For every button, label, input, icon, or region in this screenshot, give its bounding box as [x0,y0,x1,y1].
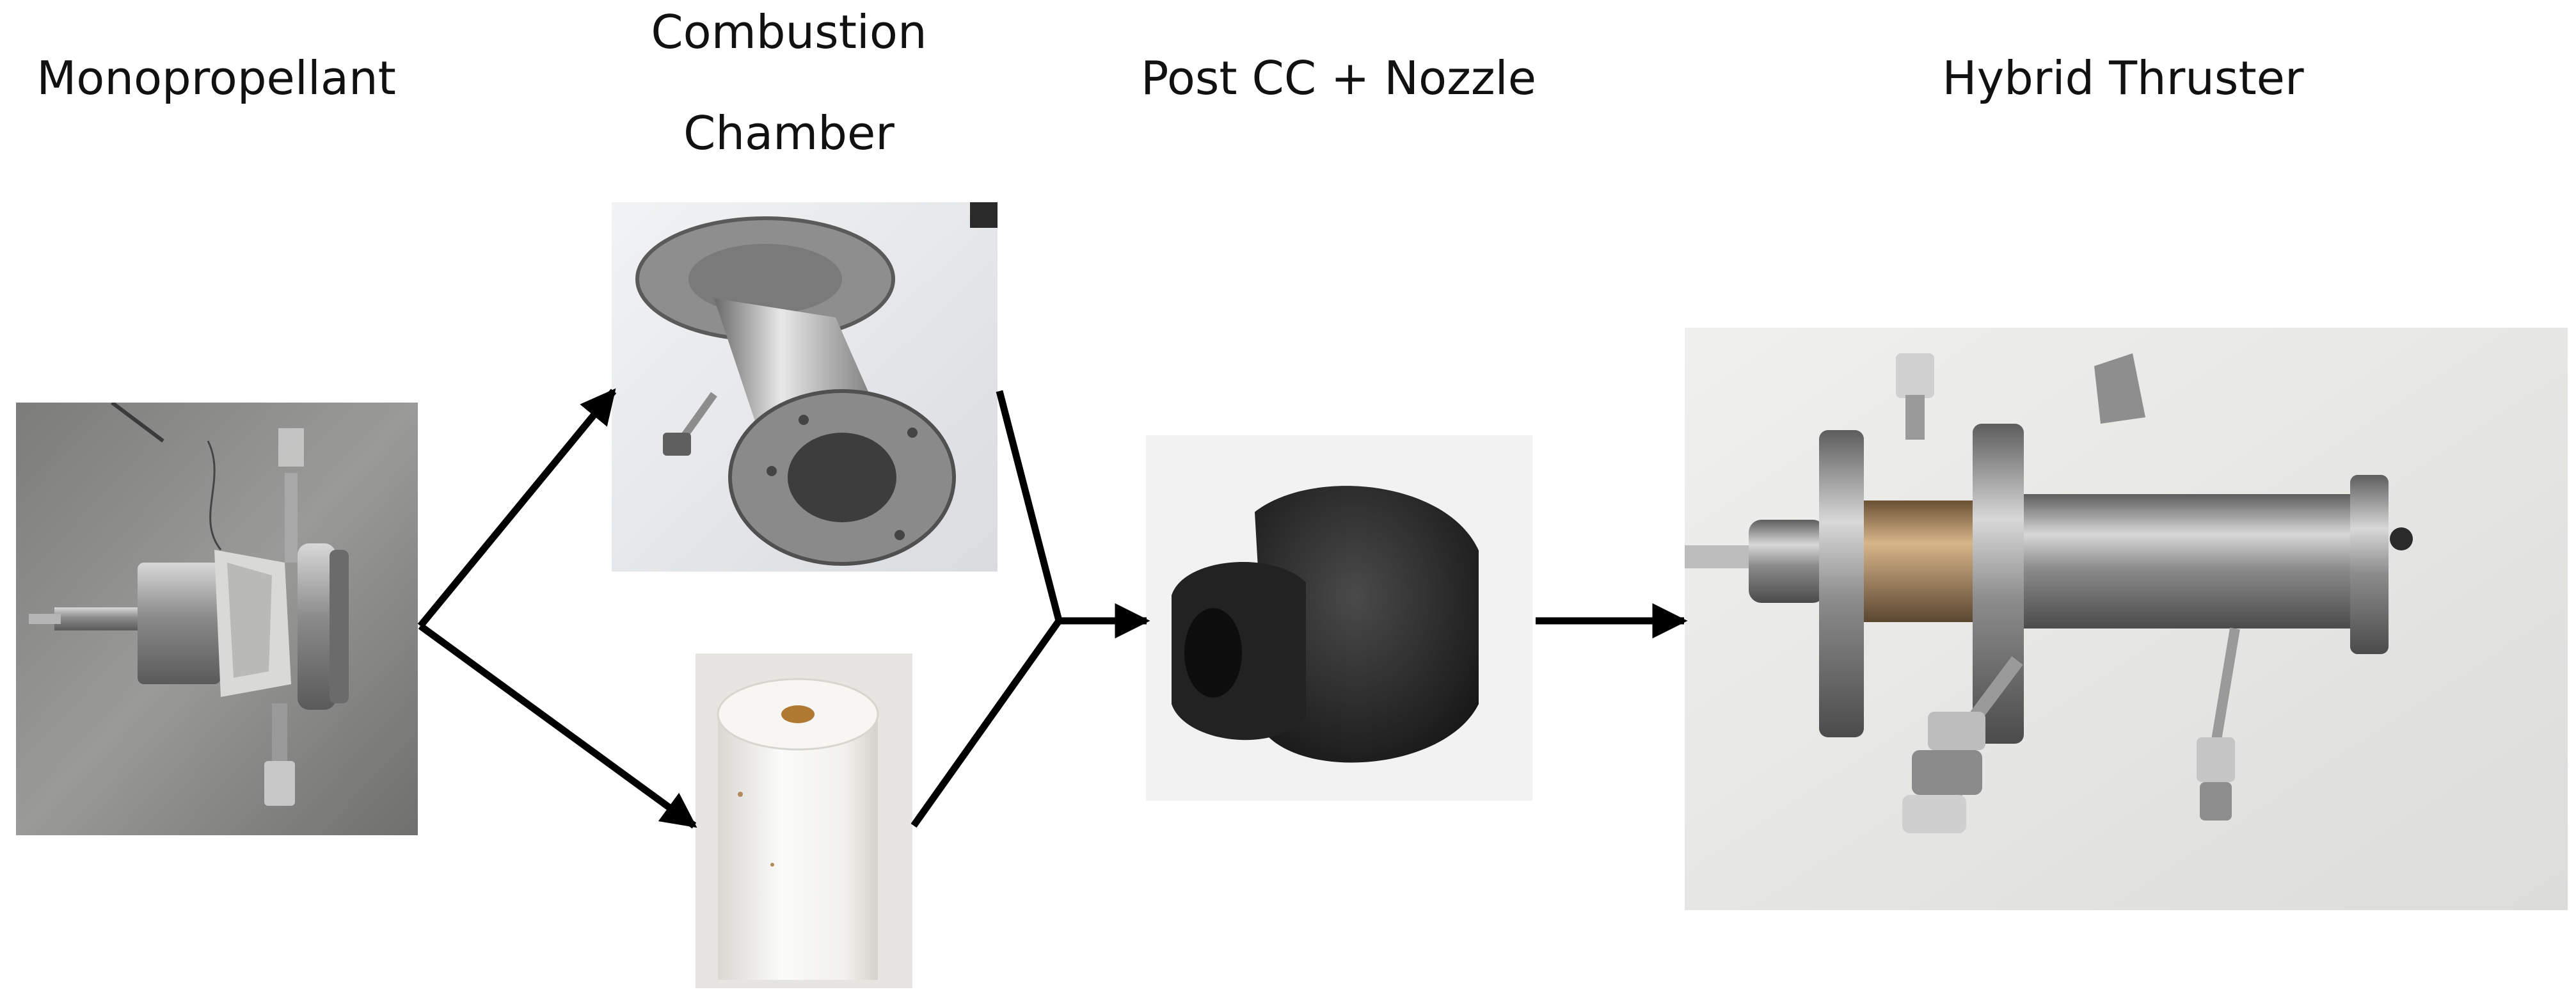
hybrid-thruster-photo [1685,328,2568,910]
label-monopropellant: Monopropellant [36,55,396,101]
label-combustion-line1: Combustion [651,9,926,55]
combustion-chamber-photo [612,202,998,572]
monopropellant-thruster-photo [16,403,418,835]
label-hybrid-thruster: Hybrid Thruster [1942,55,2303,101]
merge-line-from-fuel-grain [914,621,1059,826]
label-post-cc-nozzle: Post CC + Nozzle [1141,55,1536,101]
post-cc-nozzle-photo [1146,435,1532,801]
label-combustion-line2: Chamber [683,110,894,156]
arrow-to-combustion-chamber [420,391,614,626]
arrow-to-fuel-grain [420,626,694,826]
merge-line-from-combustion-chamber [999,391,1059,621]
fuel-grain-photo [696,653,912,988]
